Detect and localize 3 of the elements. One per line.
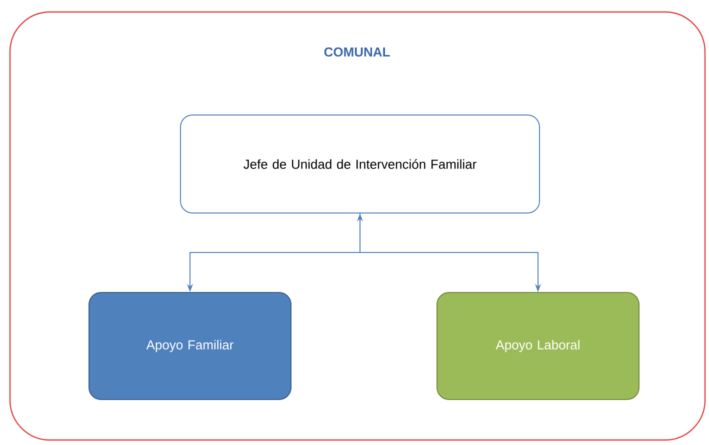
- process-box: Jefe de Unidad de Intervención Familiar: [180, 114, 540, 214]
- process-box: Apoyo Familiar: [88, 292, 292, 400]
- process-box: Apoyo Laboral: [436, 292, 640, 400]
